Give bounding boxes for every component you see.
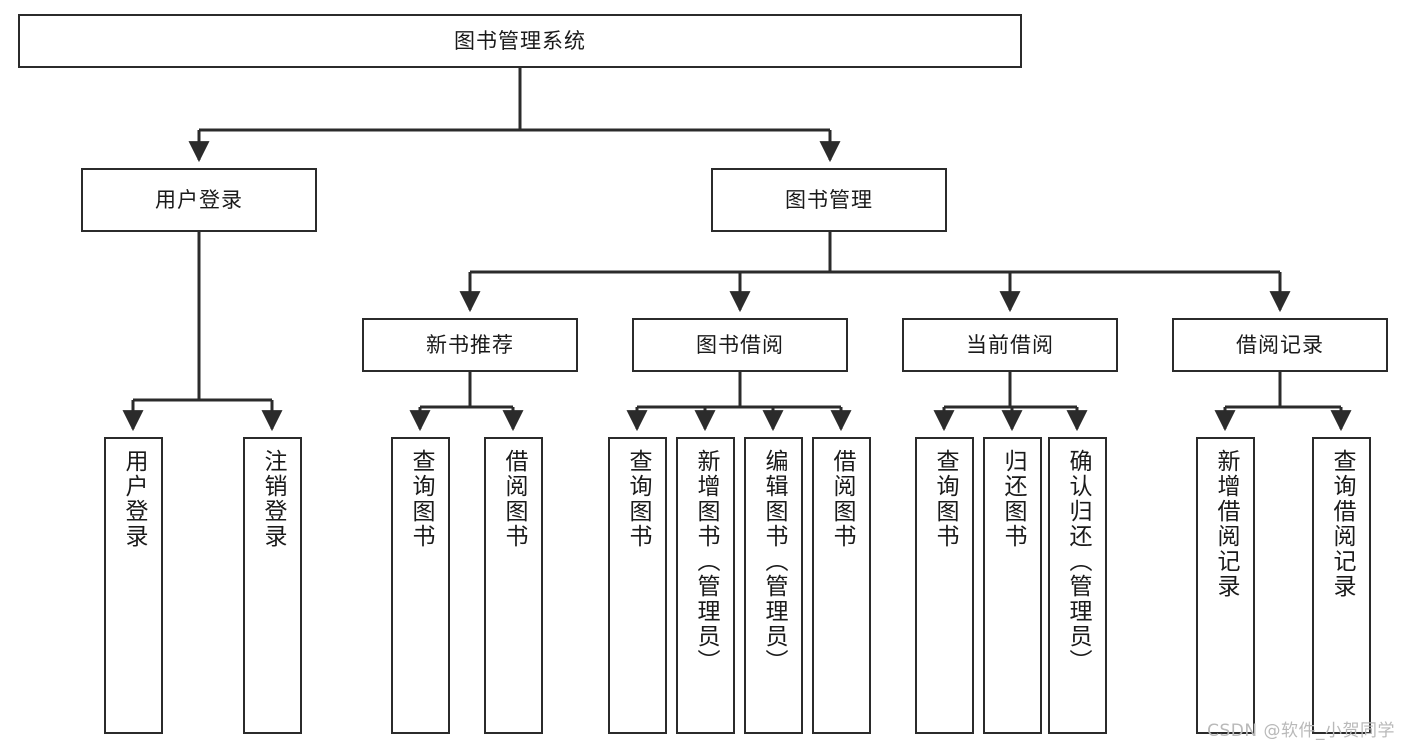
- node-leaf-nb-borrow-book[interactable]: 借阅图书: [484, 437, 543, 734]
- node-leaf-bb-borrow-book-label: 借阅图书: [829, 449, 855, 549]
- node-user-login[interactable]: 用户登录: [81, 168, 317, 232]
- node-new-book-recommend[interactable]: 新书推荐: [362, 318, 578, 372]
- node-leaf-cb-query-book-label: 查询图书: [932, 449, 958, 549]
- node-leaf-nb-borrow-book-label: 借阅图书: [501, 449, 527, 549]
- node-leaf-cb-query-book[interactable]: 查询图书: [915, 437, 974, 734]
- csdn-watermark: CSDN @软件_小贺同学: [1207, 721, 1395, 741]
- node-book-manage-label: 图书管理: [785, 187, 873, 212]
- node-leaf-user-login-label: 用户登录: [121, 449, 147, 549]
- node-leaf-bb-edit-book-label: 编辑图书（管理员）: [761, 449, 787, 674]
- node-leaf-nb-query-book[interactable]: 查询图书: [391, 437, 450, 734]
- node-root-label: 图书管理系统: [454, 28, 586, 53]
- node-leaf-bb-add-book-label: 新增图书（管理员）: [693, 449, 719, 674]
- node-leaf-bb-query-book-label: 查询图书: [625, 449, 651, 549]
- node-book-borrow[interactable]: 图书借阅: [632, 318, 848, 372]
- node-leaf-br-query-record-label: 查询借阅记录: [1329, 449, 1355, 599]
- node-current-borrow[interactable]: 当前借阅: [902, 318, 1118, 372]
- node-leaf-br-add-record-label: 新增借阅记录: [1213, 449, 1239, 599]
- node-leaf-cb-confirm-return[interactable]: 确认归还（管理员）: [1048, 437, 1107, 734]
- node-leaf-nb-query-book-label: 查询图书: [408, 449, 434, 549]
- node-leaf-bb-edit-book[interactable]: 编辑图书（管理员）: [744, 437, 803, 734]
- node-leaf-br-query-record[interactable]: 查询借阅记录: [1312, 437, 1371, 734]
- node-leaf-cb-return-book[interactable]: 归还图书: [983, 437, 1042, 734]
- node-user-login-label: 用户登录: [155, 187, 243, 212]
- node-leaf-cb-confirm-return-label: 确认归还（管理员）: [1065, 449, 1091, 674]
- node-leaf-logout-label: 注销登录: [260, 449, 286, 549]
- node-book-borrow-label: 图书借阅: [696, 332, 784, 357]
- node-leaf-cb-return-book-label: 归还图书: [1000, 449, 1026, 549]
- node-new-book-recommend-label: 新书推荐: [426, 332, 514, 357]
- node-leaf-bb-add-book[interactable]: 新增图书（管理员）: [676, 437, 735, 734]
- node-borrow-record-label: 借阅记录: [1236, 332, 1324, 357]
- node-leaf-bb-query-book[interactable]: 查询图书: [608, 437, 667, 734]
- node-book-manage[interactable]: 图书管理: [711, 168, 947, 232]
- node-leaf-logout[interactable]: 注销登录: [243, 437, 302, 734]
- node-leaf-bb-borrow-book[interactable]: 借阅图书: [812, 437, 871, 734]
- node-root[interactable]: 图书管理系统: [18, 14, 1022, 68]
- node-leaf-br-add-record[interactable]: 新增借阅记录: [1196, 437, 1255, 734]
- node-current-borrow-label: 当前借阅: [966, 332, 1054, 357]
- node-leaf-user-login[interactable]: 用户登录: [104, 437, 163, 734]
- node-borrow-record[interactable]: 借阅记录: [1172, 318, 1388, 372]
